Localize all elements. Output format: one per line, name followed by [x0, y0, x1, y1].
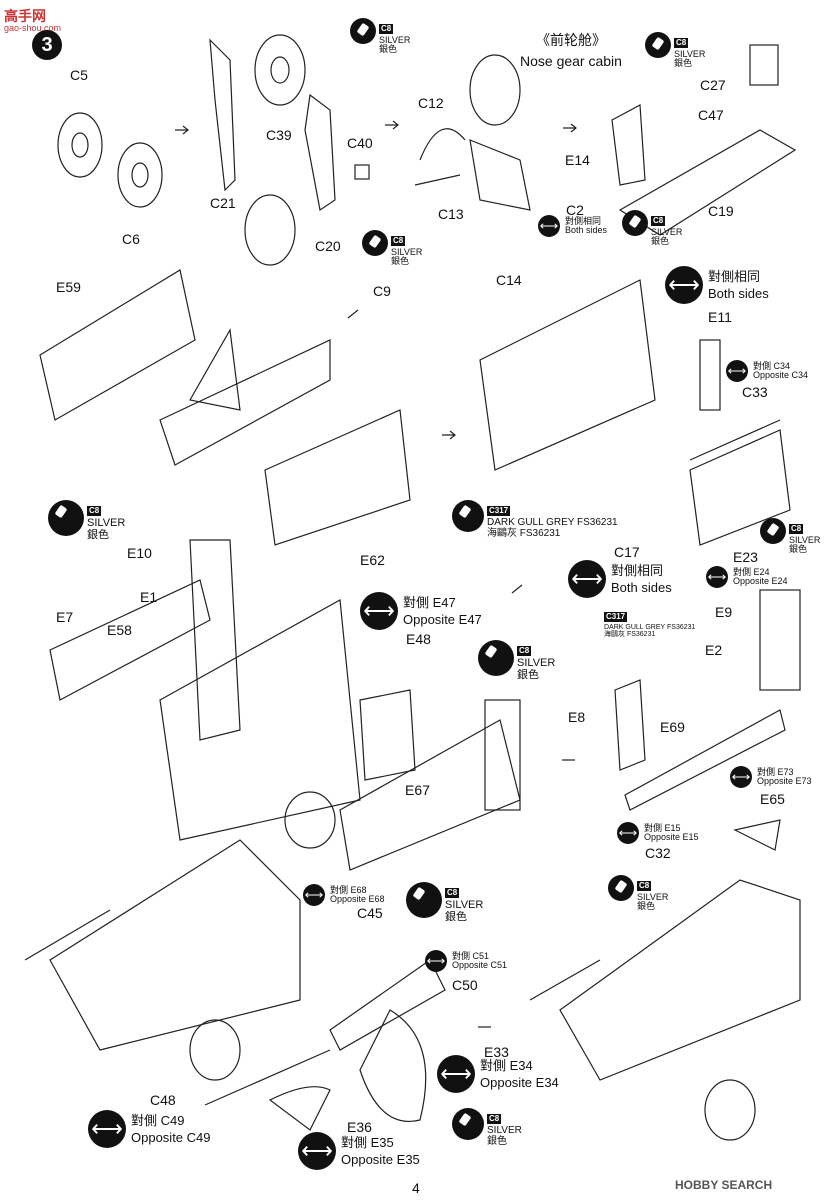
part-label: E1 [140, 589, 158, 605]
paintbrush-icon [406, 882, 442, 918]
double-arrow-icon: ⟷ [568, 560, 606, 598]
part-label: C33 [742, 384, 768, 400]
paintbrush-icon [362, 230, 388, 256]
part-label: E69 [660, 719, 685, 735]
section-title-zh: 《前轮舱》 [535, 32, 606, 48]
paintbrush-icon [622, 210, 648, 236]
double-arrow-icon: ⟷ [665, 266, 703, 304]
part-label: E2 [705, 642, 723, 658]
double-arrow-icon: ⟷ [706, 566, 728, 588]
section-title-en: Nose gear cabin [520, 53, 622, 69]
part-label: E11 [708, 309, 732, 325]
part-label: C47 [698, 107, 724, 123]
page-number: 4 [412, 1180, 420, 1196]
double-arrow-icon: ⟷ [617, 822, 639, 844]
part-label: E65 [760, 791, 785, 807]
double-arrow-icon: ⟷ [303, 884, 325, 906]
part-label: E7 [56, 609, 74, 625]
double-arrow-icon: ⟷ [726, 360, 748, 382]
double-arrow-icon: ⟷ [298, 1132, 336, 1170]
part-label: C45 [357, 905, 383, 921]
section-title: 《前轮舱》 Nose gear cabin [520, 30, 622, 69]
site-logo: 高手网 [4, 8, 46, 24]
paintbrush-icon [760, 518, 786, 544]
part-label: E67 [405, 782, 430, 798]
part-label: C6 [122, 231, 140, 247]
part-label: C19 [708, 203, 734, 219]
part-label: C2 [566, 202, 584, 218]
part-label: E62 [360, 552, 385, 568]
part-label: E8 [568, 709, 586, 725]
part-label: C21 [210, 195, 236, 211]
part-label: C27 [700, 77, 726, 93]
part-label: E59 [56, 279, 81, 295]
double-arrow-icon: ⟷ [425, 950, 447, 972]
part-label: C14 [496, 272, 522, 288]
paintbrush-icon [48, 500, 84, 536]
part-label: C50 [452, 977, 478, 993]
part-label: C12 [418, 95, 444, 111]
part-label: E48 [406, 631, 431, 647]
part-label: C40 [347, 135, 373, 151]
part-label: E36 [347, 1119, 372, 1135]
part-label: E23 [733, 549, 758, 565]
part-label: C9 [373, 283, 391, 299]
paintbrush-icon [478, 640, 514, 676]
paintbrush-icon [350, 18, 376, 44]
site-url: gao-shou.com [4, 23, 62, 33]
part-label: E14 [565, 152, 590, 168]
part-label: C48 [150, 1092, 176, 1108]
part-label: C39 [266, 127, 292, 143]
double-arrow-icon: ⟷ [730, 766, 752, 788]
double-arrow-icon: ⟷ [88, 1110, 126, 1148]
double-arrow-icon: ⟷ [538, 215, 560, 237]
watermark: HOBBY SEARCH [675, 1178, 773, 1192]
paintbrush-icon [645, 32, 671, 58]
part-label: E10 [127, 545, 152, 561]
part-label: E58 [107, 622, 132, 638]
paintbrush-icon [452, 1108, 484, 1140]
step-number: 3 [32, 30, 62, 60]
part-label: C32 [645, 845, 671, 861]
part-label: C5 [70, 67, 88, 83]
double-arrow-icon: ⟷ [360, 592, 398, 630]
double-arrow-icon: ⟷ [437, 1055, 475, 1093]
paintbrush-icon [608, 875, 634, 901]
part-label: E33 [484, 1044, 509, 1060]
part-label: E9 [715, 604, 733, 620]
part-label: C20 [315, 238, 341, 254]
part-label: C13 [438, 206, 464, 222]
part-label: C17 [614, 544, 640, 560]
paintbrush-icon [452, 500, 484, 532]
